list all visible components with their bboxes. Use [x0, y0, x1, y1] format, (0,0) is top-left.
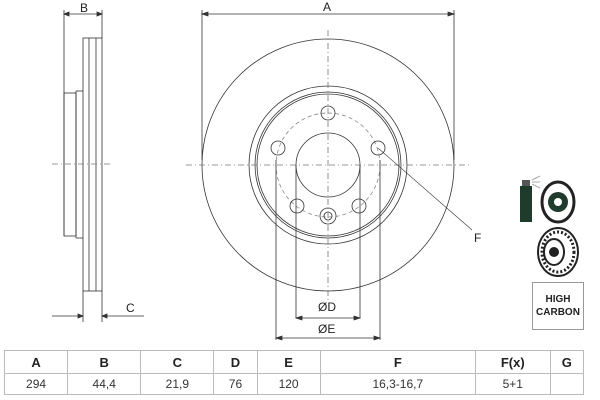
side-view: [52, 10, 144, 322]
technical-drawing: B C A ØD ØE F: [52, 0, 481, 341]
spec-table-header-row: A B C D E F F(x) G: [3, 350, 585, 374]
header-e: E: [256, 350, 321, 374]
value-a: 294: [3, 373, 69, 395]
value-c: 21,9: [140, 373, 215, 395]
header-c: C: [140, 350, 215, 374]
dim-label-c: C: [126, 301, 135, 315]
dim-label-d: ØD: [318, 300, 336, 314]
dim-label-f: F: [474, 231, 481, 245]
spec-table: A B C D E F F(x) G 294 44,4 21,9 76 120 …: [3, 350, 585, 395]
dim-label-b: B: [80, 1, 88, 15]
value-e: 120: [256, 373, 321, 395]
header-b: B: [67, 350, 142, 374]
header-d: D: [213, 350, 258, 374]
front-view: [186, 10, 473, 341]
header-f: F: [319, 350, 476, 374]
dim-label-a: A: [323, 0, 331, 14]
spec-table-values-row: 294 44,4 21,9 76 120 16,3-16,7 5+1: [3, 373, 585, 395]
dim-label-e: ØE: [318, 322, 335, 336]
badge-line-1: HIGH: [545, 294, 571, 305]
value-fx: 5+1: [474, 373, 551, 395]
value-b: 44,4: [67, 373, 142, 395]
brake-cleaner-spray-icon: [520, 175, 576, 224]
header-fx: F(x): [474, 350, 551, 374]
badge-line-2: CARBON: [536, 307, 580, 318]
value-d: 76: [213, 373, 258, 395]
vented-disc-icon: [537, 227, 579, 277]
value-g: [549, 373, 585, 395]
value-f: 16,3-16,7: [319, 373, 476, 395]
header-a: A: [3, 350, 69, 374]
high-carbon-badge: HIGH CARBON: [532, 282, 584, 330]
header-g: G: [549, 350, 585, 374]
